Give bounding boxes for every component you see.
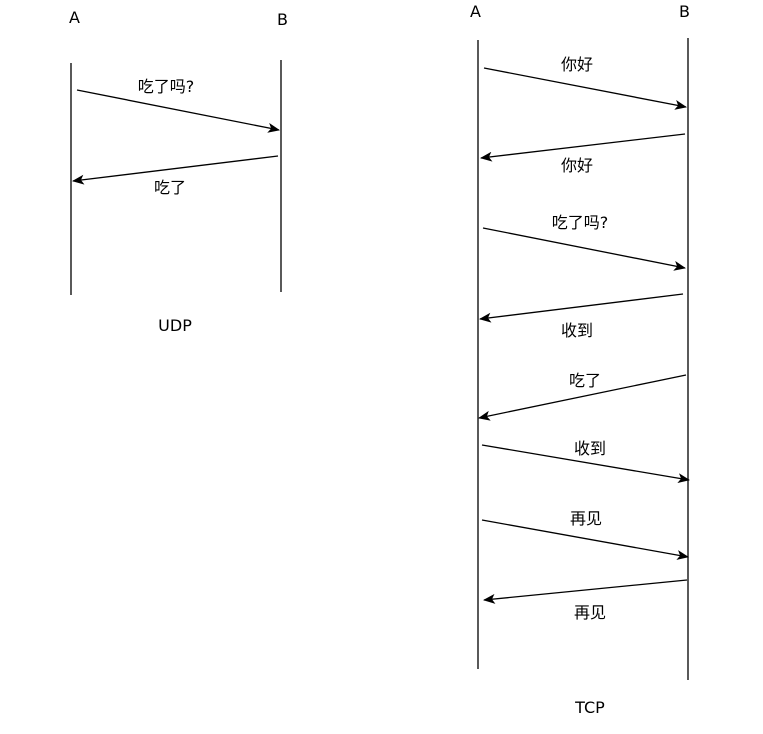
tcp-message-arrow-1	[483, 67, 687, 110]
udp-diagram: A B 吃了吗? 吃了 UDP	[69, 8, 288, 335]
tcp-participant-a-label: A	[470, 2, 481, 21]
udp-message-arrow-1	[76, 89, 280, 133]
tcp-participant-b-label: B	[679, 2, 690, 21]
tcp-message-label-6: 收到	[574, 439, 606, 458]
tcp-caption: TCP	[574, 698, 605, 717]
tcp-message-label-1: 你好	[561, 55, 593, 74]
tcp-message-label-8: 再见	[574, 603, 606, 622]
tcp-message-label-4: 收到	[561, 321, 593, 340]
tcp-message-arrow-4	[479, 293, 684, 323]
udp-participant-b-label: B	[277, 10, 288, 29]
tcp-message-arrow-2	[480, 133, 686, 162]
tcp-message-arrow-3	[482, 227, 686, 271]
udp-caption: UDP	[158, 316, 192, 335]
tcp-diagram: A B 你好 你好 吃了吗? 收到 吃了 收到 再见	[470, 2, 690, 717]
udp-participant-a-label: A	[69, 8, 80, 27]
tcp-message-arrow-6	[481, 444, 690, 484]
tcp-message-label-5: 吃了	[569, 371, 601, 390]
tcp-message-arrow-8	[483, 579, 688, 604]
tcp-message-label-2: 你好	[561, 156, 593, 175]
tcp-message-label-7: 再见	[570, 509, 602, 528]
udp-message-label-2: 吃了	[154, 178, 186, 197]
udp-message-arrow-2	[72, 155, 279, 185]
tcp-message-arrow-7	[481, 519, 689, 560]
tcp-message-arrow-5	[478, 374, 687, 421]
tcp-message-label-3: 吃了吗?	[552, 213, 609, 232]
udp-message-label-1: 吃了吗?	[138, 77, 195, 96]
